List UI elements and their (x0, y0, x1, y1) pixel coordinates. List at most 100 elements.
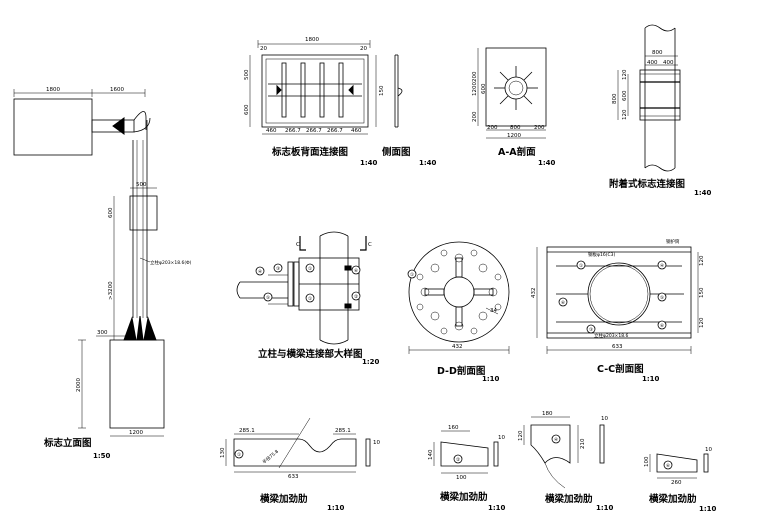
attached-sign-scale: 1:40 (694, 189, 712, 197)
cc-plate (546, 246, 692, 339)
cc-label-2: ⑥ (561, 300, 565, 306)
rib2-scale: 1:10 (488, 504, 506, 512)
dim-att-600: 600 (622, 90, 628, 101)
dim-r1-2851b: 285.1 (335, 428, 351, 434)
column-box (129, 195, 158, 231)
rib-label-0: ① (237, 452, 241, 458)
side-view-title: 侧面图 (382, 146, 411, 158)
rib-note: 半径75.8 (261, 448, 280, 466)
dim-cc-r2: 150 (699, 287, 705, 298)
rib1-title: 横梁加劲肋 (260, 493, 308, 505)
rib4-view: 100 ⑥ 260 10 横梁加劲肋 1:10 (644, 447, 717, 513)
dim-r2-160: 160 (448, 425, 459, 431)
section-dd-scale: 1:10 (482, 375, 500, 383)
cc-label-0: ① (579, 263, 583, 269)
dim-back-seg-4: 460 (351, 128, 362, 134)
dim-aa-200v2: 200 (472, 111, 478, 122)
dim-att-800v: 800 (612, 93, 618, 104)
dim-cc-432: 432 (531, 288, 537, 299)
column-beam-detail: C C ④ ⑤ ③ ① ⑥ ② ① 立柱与 (236, 231, 380, 366)
rib2-view: 160 140 ② 100 10 横梁加劲肋 1:10 (428, 425, 506, 512)
att-clamp (639, 69, 681, 121)
sign-back-scale: 1:40 (360, 159, 378, 167)
dim-att-400a: 400 (647, 60, 658, 66)
sign-back-view: 1800 20 20 500 600 150 460 266.7 266.7 2… (244, 37, 385, 167)
attached-sign-view: 800 400 400 800 120 600 120 附着式标志连接图 1:4… (609, 24, 712, 197)
dim-back-500: 500 (244, 69, 250, 80)
rib3-shape (530, 424, 571, 464)
dim-r1-633: 633 (288, 474, 299, 480)
back-plate (261, 54, 369, 128)
dim-elev-3200: >3200 (108, 281, 114, 300)
dim-back-seg-2: 266.7 (306, 128, 322, 134)
cc-label-5: ③ (589, 327, 593, 333)
attached-sign-title: 附着式标志连接图 (609, 178, 685, 190)
dim-elev-1200: 1200 (129, 430, 143, 436)
dim-r2-100: 100 (456, 475, 467, 481)
cut-mark-c2: C (368, 242, 372, 248)
rib4-shape (656, 453, 698, 473)
section-dd-title: D-D剖面图 (437, 365, 485, 377)
cc-circle-labels: ① ④ ⑥ ⑤ ⑥ ③ (558, 260, 667, 334)
rib2-title: 横梁加劲肋 (440, 491, 488, 503)
rib2-shape (440, 441, 489, 467)
cb-label-1: ⑤ (266, 295, 270, 301)
dd-bolt-holes (416, 249, 502, 335)
dim-r3-180: 180 (542, 411, 553, 417)
dim-elev-1600: 1600 (110, 87, 124, 93)
rib3-scale: 1:10 (596, 504, 614, 512)
dim-elev-2000: 2000 (76, 378, 82, 392)
dim-r4-260: 260 (671, 480, 682, 486)
dim-r2-140: 140 (428, 449, 434, 460)
rib-label-3: ⑥ (666, 463, 670, 469)
dim-r1-2851a: 285.1 (239, 428, 255, 434)
dim-back-seg-0: 460 (266, 128, 277, 134)
sign-back-title: 标志板背面连接图 (271, 146, 348, 158)
cc-label-1: ④ (660, 263, 664, 269)
rib1-view: 285.1 285.1 633 130 ① 半径75.8 10 横梁加劲肋 1:… (220, 417, 380, 512)
cb-label-4: ⑥ (354, 268, 358, 274)
cut-mark-c1: C (296, 242, 300, 248)
rib-label-1: ② (456, 457, 460, 463)
section-aa-scale: 1:40 (538, 159, 556, 167)
dim-elev-1800: 1800 (46, 87, 60, 93)
foundation (109, 339, 165, 429)
side-view: 侧面图 1:40 (382, 54, 437, 167)
aa-pipe (504, 76, 528, 100)
dim-dd-432: 432 (452, 344, 463, 350)
section-cc-scale: 1:10 (642, 375, 660, 383)
dim-dd-34: 34 (490, 308, 497, 314)
section-aa-view: 1200 200 600 200 200 800 200 1200 A-A剖面 … (472, 47, 556, 167)
dim-back-20a: 20 (260, 46, 267, 52)
aa-ribs (494, 66, 538, 110)
section-aa-title: A-A剖面 (498, 146, 536, 158)
dim-r3-210: 210 (580, 438, 586, 449)
cb-circle-labels: ④ ⑤ ③ ① ⑥ ② ① (255, 263, 361, 303)
dim-r3-120: 120 (518, 430, 524, 441)
dim-back-seg-1: 266.7 (285, 128, 301, 134)
rib4-title: 横梁加劲肋 (649, 493, 697, 505)
rib3-view: 180 210 120 ④ 10 横梁加劲肋 1:10 (518, 411, 614, 512)
cb-label-6: ① (308, 296, 312, 302)
dim-att-400b: 400 (663, 60, 674, 66)
dim-back-20b: 20 (360, 46, 367, 52)
rib-label-2: ④ (554, 437, 558, 443)
dim-cc-r1: 120 (699, 255, 705, 266)
beam-flange (112, 117, 125, 135)
dim-elev-600: 600 (108, 207, 114, 218)
dim-elev-500: 500 (136, 182, 147, 188)
cb-label-2: ③ (276, 266, 280, 272)
dim-r1-10: 10 (373, 440, 380, 446)
cross-beam (91, 119, 135, 133)
dim-r4-10: 10 (705, 447, 712, 453)
sign-elevation-title: 标志立面图 (43, 437, 92, 449)
sign-elevation-scale: 1:50 (93, 452, 111, 460)
dim-aa-1200h: 1200 (507, 133, 521, 139)
cc-note-top: 钢板φ16(C3) (588, 251, 615, 258)
dim-aa-600: 600 (481, 83, 487, 94)
dim-cc-r3: 120 (699, 317, 705, 328)
dd-ribs (424, 257, 494, 327)
aa-plate (485, 47, 547, 127)
dim-elev-300: 300 (97, 330, 108, 336)
